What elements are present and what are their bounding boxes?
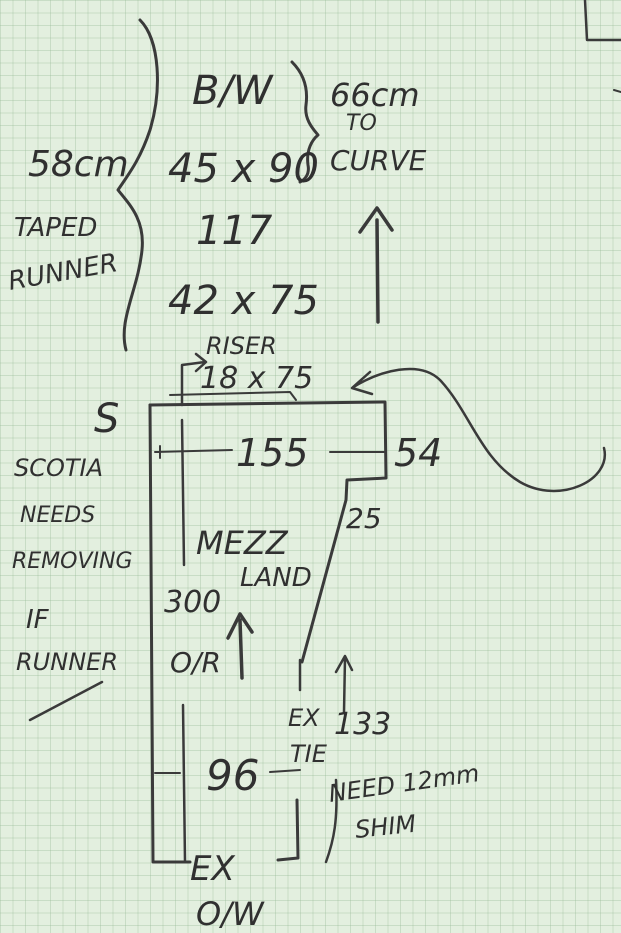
shim-label: SHIM (354, 810, 418, 844)
or-label: O/R (170, 646, 221, 679)
left-brace (116, 18, 159, 352)
corner-fragment (583, 0, 621, 42)
dim-155-left (154, 445, 233, 459)
removing-label: REMOVING (12, 549, 133, 574)
runner-note: RUNNER (16, 648, 118, 676)
stair-outline (148, 400, 388, 664)
runner-label: RUNNER (6, 248, 120, 297)
span-300: 300 (164, 585, 221, 620)
scotia-strike (28, 680, 104, 722)
ex-tie-ex: EX (288, 704, 320, 732)
riser-size: 18 x 75 (200, 361, 313, 396)
curve-pointer (350, 367, 607, 493)
scotia-mark: S (94, 396, 119, 442)
riser-underline (169, 391, 297, 401)
landing-width: 155 (236, 431, 309, 475)
outline-left-wall (148, 403, 192, 864)
shim-need: NEED 12mm (327, 759, 481, 808)
taper-dim: 25 (346, 502, 382, 535)
riser-label: RISER (206, 332, 277, 360)
landing-depth: 54 (394, 431, 442, 475)
lower-inner-wall (181, 703, 187, 864)
to-curve-dist: 66cm (330, 76, 419, 114)
taped-label: TAPED (14, 213, 97, 243)
ow-label: O/W (196, 895, 265, 933)
span-133: 133 (334, 707, 391, 742)
dim-96-right (269, 769, 301, 773)
ex-tie-tie: TIE (290, 740, 328, 768)
up-arrow-mid (226, 612, 254, 680)
right-brace (290, 60, 320, 184)
mezz-label: MEZZ (196, 524, 289, 562)
if-label: IF (26, 605, 50, 635)
to-label: TO (346, 111, 377, 136)
top-width-label: 58cm (28, 144, 129, 185)
curve-label: CURVE (330, 144, 427, 177)
bw-label: B/W (192, 68, 274, 114)
riser-leader (180, 352, 208, 407)
shim-line (324, 778, 338, 864)
tread-size-a: 45 x 90 (168, 146, 319, 192)
tread-size-b: 42 x 75 (168, 278, 319, 324)
lower-right-wall (276, 798, 300, 862)
lower-width: 96 (206, 751, 259, 800)
land-label: LAND (240, 563, 312, 593)
needs-label: NEEDS (20, 503, 95, 528)
inner-left-wall (180, 418, 186, 567)
corner-mark (613, 89, 621, 93)
rise-label: 117 (196, 208, 273, 254)
scotia-label: SCOTIA (14, 454, 103, 482)
up-arrow-133 (334, 654, 354, 714)
up-arrow-right (358, 206, 394, 324)
ex-label: EX (190, 849, 235, 889)
